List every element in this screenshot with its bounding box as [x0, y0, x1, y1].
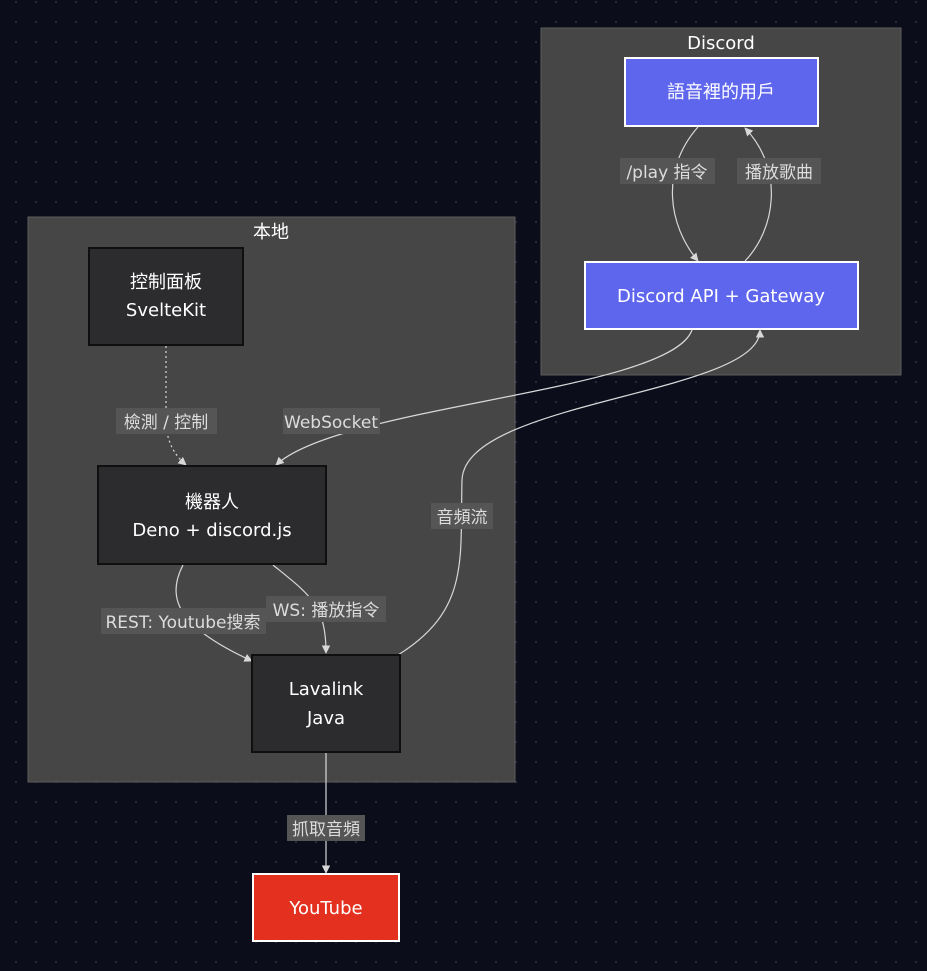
edge-label-audio-stream-text: 音頻流: [437, 508, 488, 528]
bot-line1: 機器人: [185, 492, 239, 513]
discord-api-label: Discord API + Gateway: [617, 286, 825, 307]
local-cluster-label: 本地: [253, 222, 289, 243]
bot-node: 機器人 Deno + discord.js: [97, 465, 327, 565]
control-panel-node: 控制面板 SvelteKit: [88, 247, 244, 346]
edge-label-play-command-text: /play 指令: [626, 163, 707, 183]
voice-user-node: 語音裡的用戶: [624, 57, 819, 127]
edge-labels: /play 指令 播放歌曲 WebSocket 檢測 / 控制 音頻流 REST…: [101, 158, 821, 841]
edge-detect-control: [165, 346, 187, 466]
edge-label-websocket: WebSocket: [283, 408, 380, 434]
edge-label-detect-control: 檢測 / 控制: [116, 408, 217, 434]
discord-api-node: Discord API + Gateway: [584, 261, 859, 330]
voice-user-label: 語音裡的用戶: [667, 82, 775, 103]
lavalink-node: Lavalink Java: [251, 654, 401, 753]
edge-label-rest-search-text: REST: Youtube搜索: [106, 613, 261, 633]
control-panel-line1: 控制面板: [130, 272, 202, 293]
edge-audio-stream: [397, 329, 765, 656]
edge-label-play-song-text: 播放歌曲: [745, 163, 813, 183]
edge-label-fetch-audio: 抓取音頻: [287, 815, 365, 841]
youtube-node: YouTube: [252, 873, 400, 942]
edge-label-detect-control-text: 檢測 / 控制: [124, 413, 209, 433]
edge-play-command: [671, 126, 699, 262]
edge-label-ws-play-text: WS: 播放指令: [273, 601, 380, 621]
control-panel-line2: SvelteKit: [126, 300, 206, 321]
discord-cluster-label: Discord: [687, 33, 755, 54]
youtube-label: YouTube: [288, 898, 362, 919]
edge-websocket: [275, 329, 693, 466]
bot-line2: Deno + discord.js: [132, 520, 291, 541]
edge-label-websocket-text: WebSocket: [284, 413, 378, 433]
edge-label-play-song: 播放歌曲: [737, 158, 821, 184]
lavalink-line2: Java: [306, 708, 345, 729]
lavalink-line1: Lavalink: [289, 679, 364, 700]
edge-label-play-command: /play 指令: [620, 158, 715, 184]
edge-label-ws-play: WS: 播放指令: [266, 596, 386, 622]
edge-label-audio-stream: 音頻流: [431, 503, 493, 529]
edge-play-song: [744, 127, 772, 262]
edge-label-fetch-audio-text: 抓取音頻: [292, 820, 360, 840]
edges: [165, 126, 772, 874]
edge-label-rest-search: REST: Youtube搜索: [101, 608, 266, 634]
